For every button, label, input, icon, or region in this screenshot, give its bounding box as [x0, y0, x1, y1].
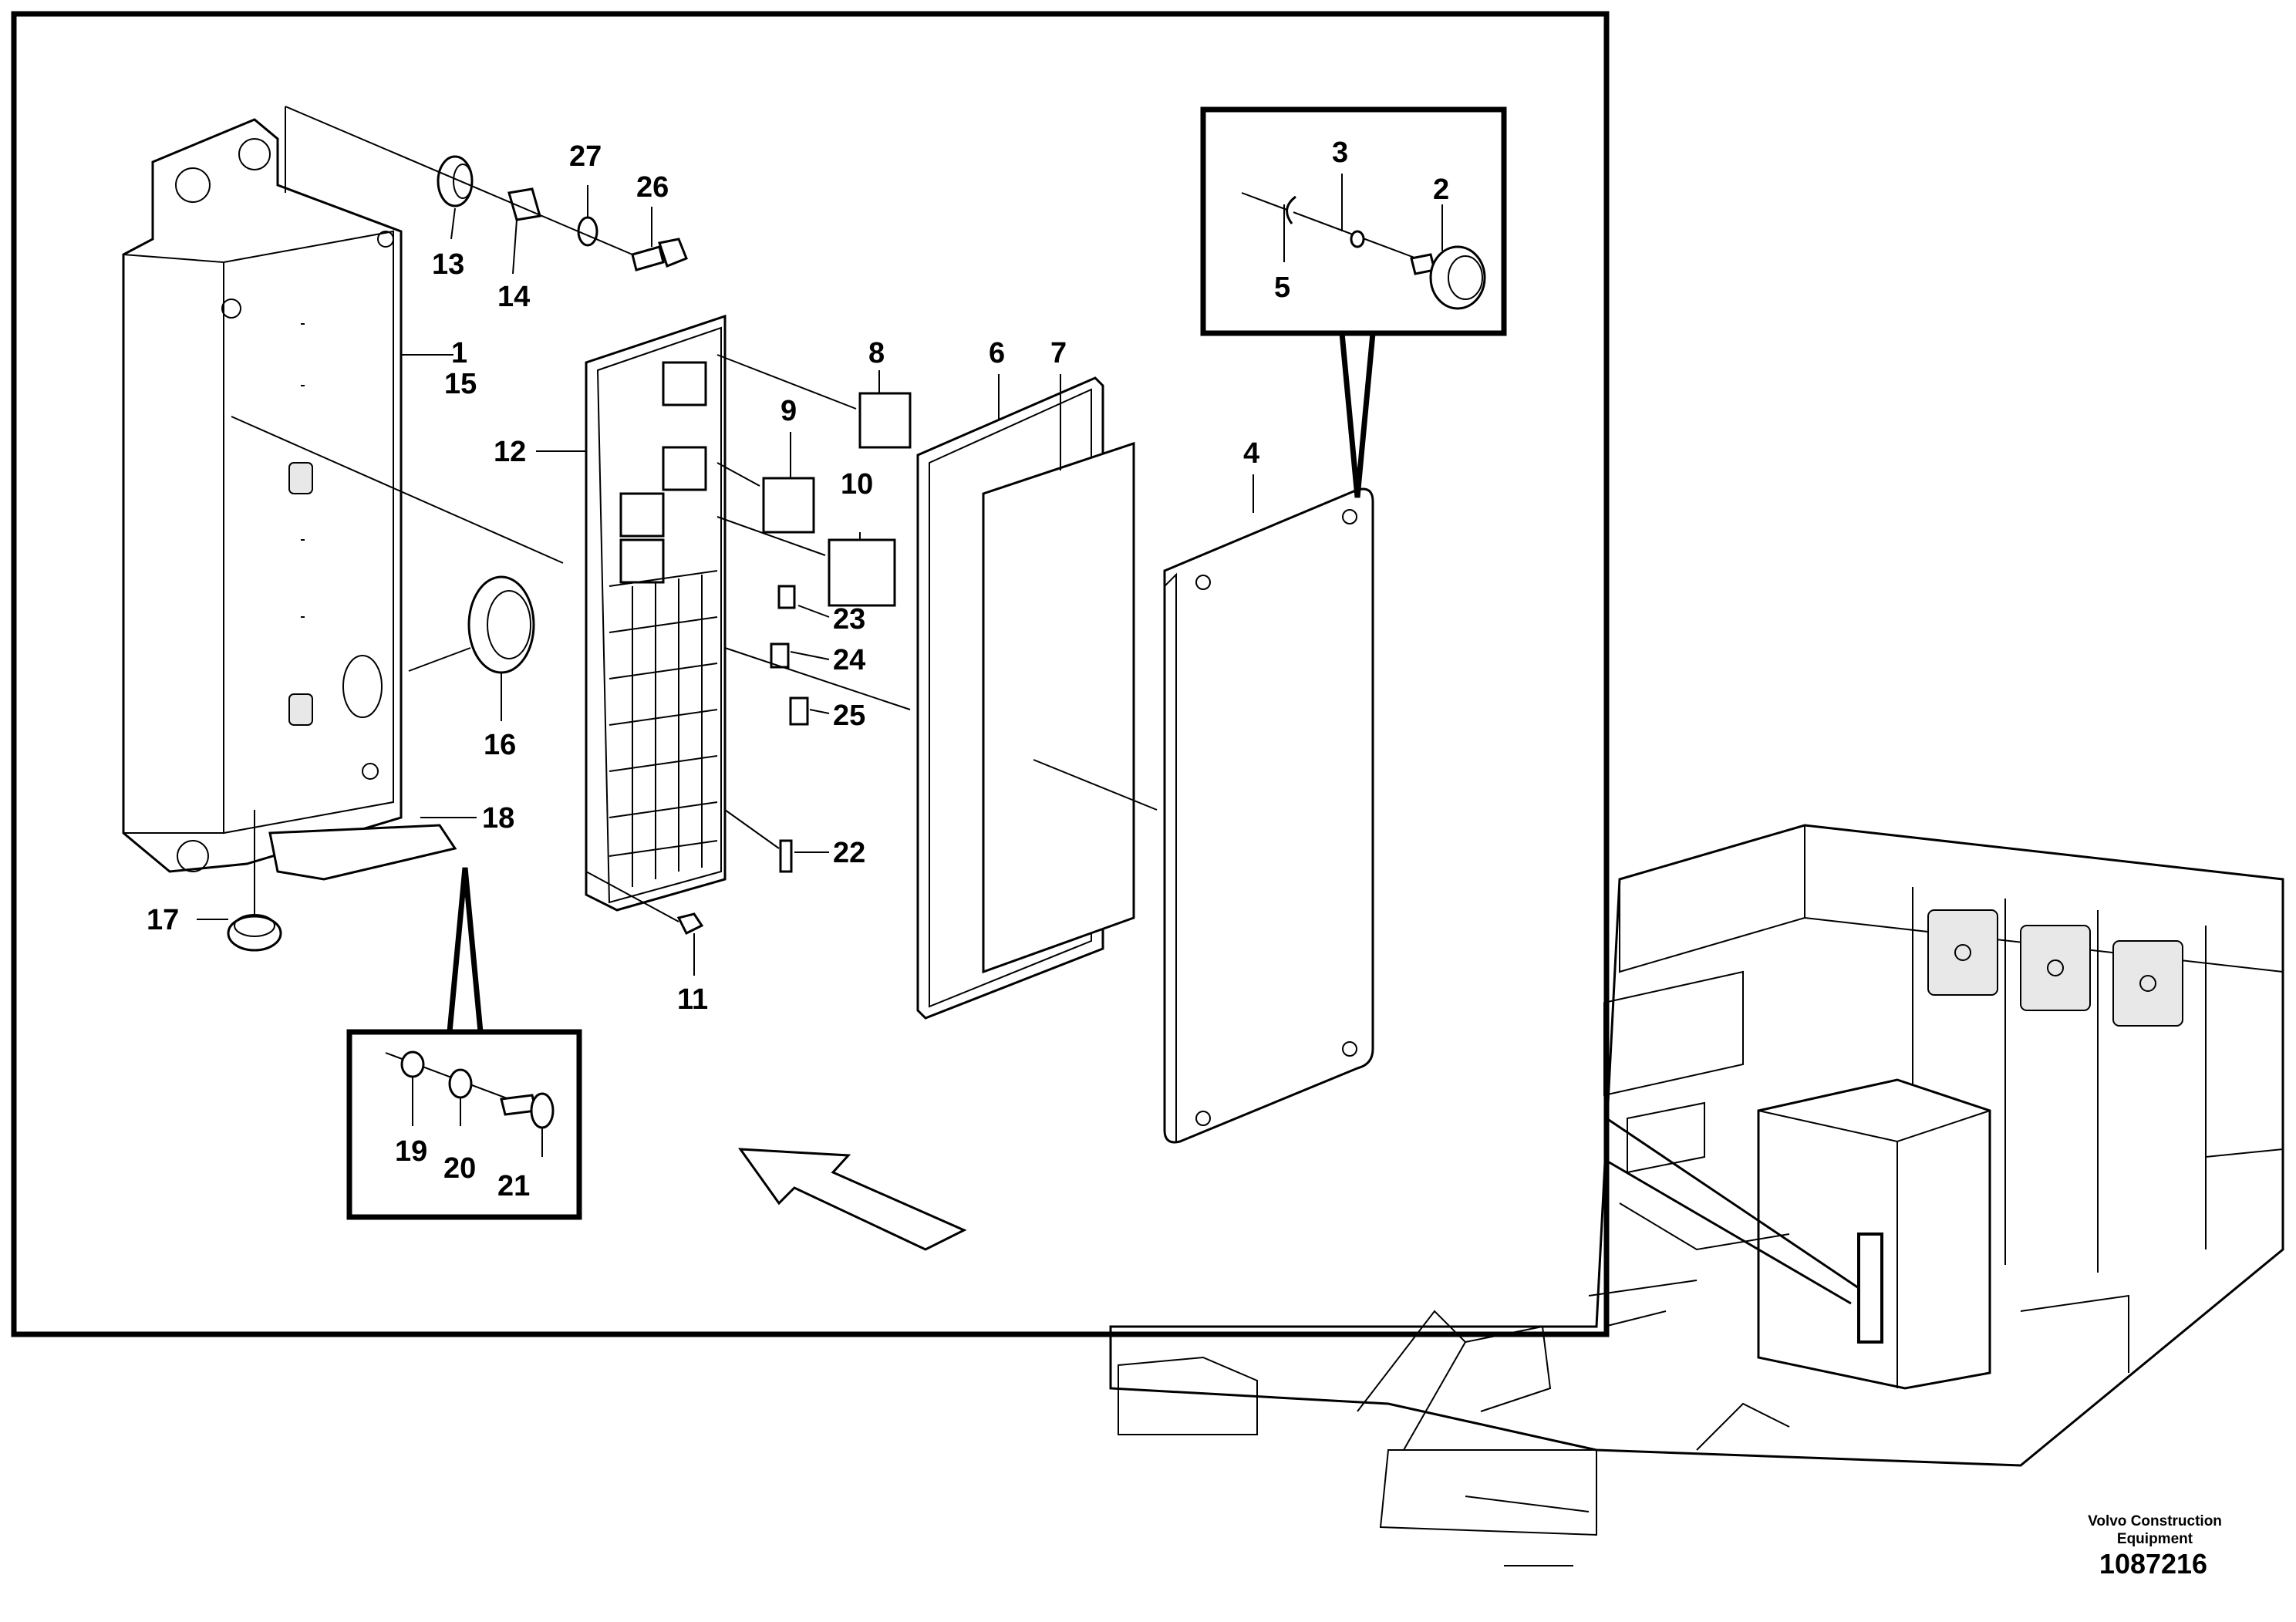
relay-10	[828, 538, 896, 607]
callout-13: 13	[432, 248, 464, 281]
label-7	[982, 441, 1135, 974]
callout-1: 1	[451, 337, 467, 369]
fuse-board-12	[585, 314, 727, 912]
callout-21: 21	[497, 1170, 530, 1202]
callout-11: 11	[677, 983, 708, 1016]
callout-15: 15	[444, 368, 477, 400]
grommet-13	[437, 155, 474, 207]
relay-8	[858, 392, 912, 449]
fuse-23	[777, 585, 796, 609]
detail-frame	[11, 11, 1610, 1337]
view-direction-arrow	[737, 1148, 967, 1251]
detail-leader-line	[1606, 1117, 1859, 1290]
callout-19: 19	[395, 1135, 427, 1168]
screw-21	[500, 1092, 555, 1129]
callout-25: 25	[833, 700, 865, 732]
grommet-17	[227, 914, 282, 952]
cover-plate-18	[268, 824, 457, 881]
fuse-box-location-marker	[1857, 1233, 1883, 1344]
fuse-25	[789, 696, 809, 726]
callout-4: 4	[1243, 437, 1259, 470]
cover-4	[1163, 487, 1374, 1144]
clip-5	[1286, 195, 1296, 224]
callout-10: 10	[841, 468, 873, 501]
callout-22: 22	[833, 837, 865, 869]
callout-5: 5	[1274, 271, 1290, 304]
callout-20: 20	[443, 1152, 476, 1185]
washer-19	[400, 1050, 425, 1078]
callout-9: 9	[781, 395, 797, 427]
grommet-16	[467, 575, 535, 674]
company-name-line2: Equipment	[2117, 1531, 2193, 1547]
callout-27: 27	[569, 140, 602, 173]
callout-17: 17	[147, 904, 179, 936]
fuse-22	[779, 839, 793, 873]
fuse-24	[770, 642, 790, 669]
callout-24: 24	[833, 644, 865, 676]
callout-8: 8	[868, 337, 885, 369]
machine-frame-illustration	[1109, 824, 2284, 1566]
callout-3: 3	[1332, 137, 1348, 169]
washer-20	[448, 1068, 473, 1099]
callout-14: 14	[497, 281, 530, 313]
callout-23: 23	[833, 603, 865, 636]
inset-knob-detail	[1200, 106, 1507, 336]
callout-7: 7	[1050, 337, 1067, 369]
washer-3	[1350, 230, 1365, 248]
callout-6: 6	[989, 337, 1005, 369]
screw-11	[676, 912, 704, 936]
drawing-number: 1087216	[2099, 1548, 2207, 1580]
callout-18: 18	[482, 802, 514, 835]
callout-16: 16	[484, 729, 516, 761]
callout-leaders	[197, 174, 1443, 1157]
knob-2	[1410, 245, 1486, 310]
bolt-26	[631, 238, 688, 271]
washer-27	[577, 216, 598, 247]
callout-12: 12	[494, 436, 526, 468]
inset-screw-detail	[346, 1029, 582, 1220]
callout-2: 2	[1433, 174, 1449, 206]
relay-9	[762, 477, 815, 534]
company-name: Volvo Construction	[2088, 1513, 2222, 1529]
callout-26: 26	[636, 171, 669, 204]
fuse-box-housing	[122, 118, 403, 873]
assembly-line	[285, 106, 633, 255]
